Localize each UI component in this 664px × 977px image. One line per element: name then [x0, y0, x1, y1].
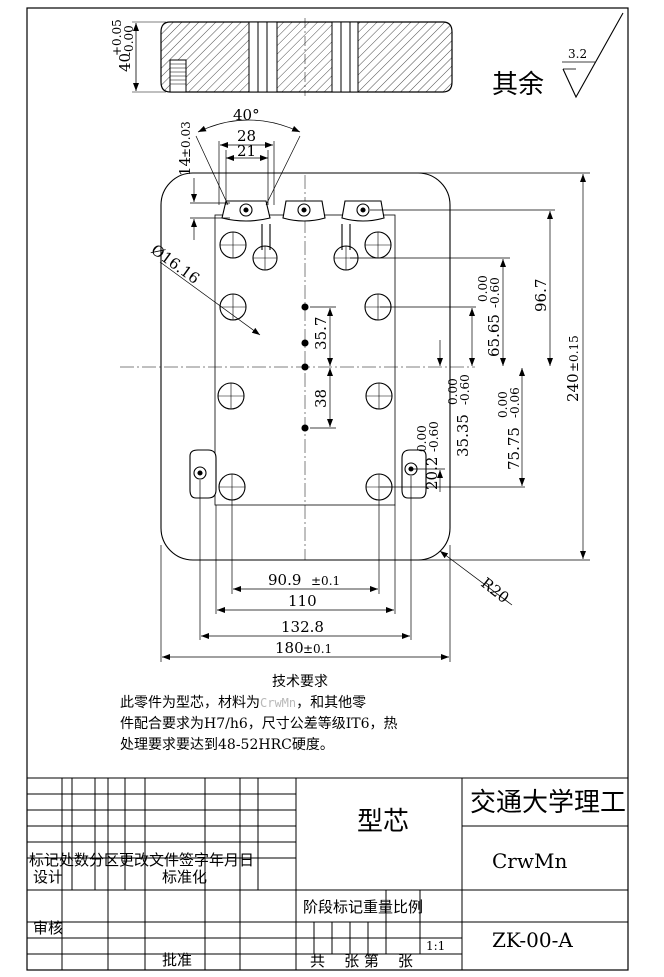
dim-90-9-tol: ±0.1 — [311, 574, 340, 588]
dim-75-75: 75.75 — [505, 427, 523, 470]
dim-38: 38 — [312, 389, 330, 408]
title-block-grid — [27, 777, 628, 970]
dim-180: 180 — [275, 639, 304, 657]
design-label: 设计 — [33, 868, 63, 886]
dim-240-tol: ±0.15 — [567, 335, 581, 372]
dimension-lines — [159, 119, 590, 662]
dim-14: 14 — [176, 157, 194, 176]
side-section-view — [132, 18, 453, 96]
dim-r20: R20 — [478, 574, 513, 607]
dim-20-2: 20.2 — [423, 457, 441, 490]
material-cell: CrwMn — [492, 849, 567, 873]
surface-finish-value: 3.2 — [568, 47, 587, 61]
dim-35-7: 35.7 — [312, 317, 330, 350]
surface-finish-prefix: 其余 — [492, 70, 544, 100]
dim-65-65-tol-upper: 0.00 — [476, 275, 490, 302]
dim-65-65-tol-lower: -0.60 — [488, 277, 502, 308]
dim-20-2-tol-upper: 0.00 — [415, 425, 429, 452]
dim-75-75-tol-upper: 0.00 — [496, 391, 510, 418]
dim-180-tol: ±0.1 — [303, 642, 332, 656]
side-block-left — [189, 449, 217, 499]
top-slot-right — [341, 200, 385, 222]
dim-35-35-tol-upper: 0.00 — [446, 378, 460, 405]
notes-line-3: 处理要求要达到48-52HRC硬度。 — [120, 737, 334, 753]
drawing-number: ZK-00-A — [492, 928, 573, 952]
dim-20-2-tol-lower: -0.60 — [427, 421, 441, 452]
notes-line-1: 此零件为型芯，材料为CrwMn，和其他零 — [120, 693, 480, 714]
dim-240: 240 — [564, 373, 582, 402]
technical-notes: 技术要求 此零件为型芯，材料为CrwMn，和其他零 件配合要求为H7/h6，尺寸… — [120, 672, 480, 756]
review-label: 审核 — [33, 919, 63, 937]
standard-label: 标准化 — [162, 868, 207, 886]
thickness-tol-lower: -0.00 — [122, 25, 136, 56]
school-name: 交通大学理工 — [470, 788, 626, 818]
dim-21: 21 — [237, 142, 256, 160]
dim-35-35: 35.35 — [454, 414, 472, 457]
dim-132-8: 132.8 — [281, 618, 324, 636]
thickness-tol-upper: +0.05 — [110, 19, 124, 56]
dim-65-65: 65.65 — [485, 314, 503, 357]
plan-view — [120, 172, 475, 561]
sheet-count: 共 张 第 张 — [310, 952, 413, 970]
dim-28: 28 — [237, 127, 256, 145]
revision-header: 标记处数分区更改文件签字年月日 — [29, 851, 254, 869]
dim-75-75-tol-lower: -0.06 — [508, 387, 522, 418]
dim-angle: 40° — [233, 106, 260, 124]
top-slot-left — [221, 200, 271, 222]
approve-label: 批准 — [162, 951, 192, 969]
notes-title: 技术要求 — [272, 674, 328, 690]
dim-90-9: 90.9 — [268, 571, 301, 589]
dim-96-7: 96.7 — [532, 279, 550, 312]
surface-finish-symbol — [562, 12, 624, 99]
dim-110: 110 — [288, 592, 317, 610]
core-outline — [160, 172, 451, 561]
dim-14-tol: ±0.03 — [179, 121, 193, 158]
dim-diameter: Ø16.16 — [148, 241, 203, 288]
notes-line-1b: ，和其他零 — [296, 695, 367, 711]
dim-35-35-tol-lower: -0.60 — [458, 374, 472, 405]
notes-line-1a: 此零件为型芯，材料为 — [120, 695, 260, 711]
stage-header: 阶段标记重量比例 — [303, 898, 423, 916]
notes-material: CrwMn — [260, 696, 297, 710]
thickness-dim: 40 — [116, 53, 134, 72]
drawing-frame — [26, 7, 629, 971]
part-name: 型芯 — [357, 807, 409, 837]
notes-line-2: 件配合要求为H7/h6，尺寸公差等级IT6，热 — [120, 716, 398, 732]
top-slot-center — [282, 200, 326, 222]
scale-value: 1:1 — [426, 939, 445, 953]
